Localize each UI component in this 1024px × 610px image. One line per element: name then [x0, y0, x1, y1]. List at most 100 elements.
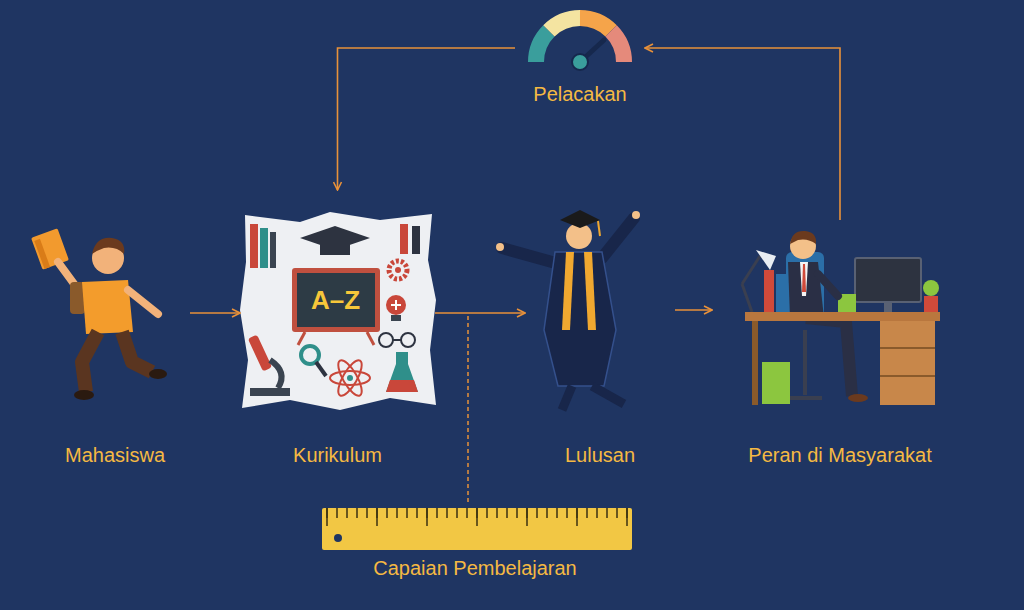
- gauge-segment: [536, 31, 549, 62]
- flow-arrow: [645, 48, 840, 220]
- gauge-segment: [580, 18, 611, 31]
- office-scene: [742, 231, 940, 405]
- mortarboard: [560, 210, 600, 228]
- chalkboard-stand: [298, 332, 305, 345]
- chalkboard-text: A–Z: [311, 286, 360, 315]
- book-spine: [34, 239, 50, 269]
- book: [260, 228, 268, 268]
- student-figure: [31, 228, 167, 400]
- chair: [786, 252, 824, 318]
- shoe: [74, 390, 94, 400]
- bulb-base: [391, 315, 401, 321]
- glasses: [393, 339, 401, 341]
- microscope: [270, 360, 282, 388]
- atom: [347, 375, 353, 381]
- book: [250, 224, 258, 268]
- chalkboard-stand: [367, 332, 374, 345]
- plant-pot: [924, 296, 938, 312]
- ruler-body: [322, 508, 632, 550]
- plant: [923, 280, 939, 296]
- arm: [818, 274, 838, 296]
- desk-top: [745, 312, 940, 321]
- ruler-ticks: [322, 508, 632, 528]
- microscope: [250, 388, 290, 396]
- pencil: [400, 224, 408, 254]
- binder: [764, 270, 774, 312]
- hair: [92, 238, 124, 254]
- gear: [389, 261, 407, 279]
- graduate-node: Lulusan: [525, 200, 675, 475]
- ruler-hole: [334, 534, 342, 542]
- tassel: [598, 221, 600, 236]
- flow-arrow: [190, 312, 240, 314]
- node-label: Pelacakan: [533, 82, 626, 106]
- glasses: [379, 333, 393, 347]
- tracking-node: Pelacakan: [515, 4, 645, 114]
- arm: [128, 290, 158, 314]
- leg: [122, 332, 152, 372]
- leg: [806, 318, 852, 396]
- shoe: [848, 394, 868, 402]
- node-label: Mahasiswa: [65, 443, 165, 467]
- chair-post: [803, 330, 807, 395]
- book: [270, 232, 276, 268]
- node-label: Kurikulum: [293, 443, 382, 467]
- node-label: Capaian Pembelajaran: [373, 556, 576, 580]
- lamp-shade: [756, 250, 776, 270]
- pencil: [412, 226, 420, 254]
- desk-leg: [752, 321, 758, 405]
- leader-line: [467, 316, 469, 504]
- gauge-hub: [572, 54, 588, 70]
- shirt: [800, 262, 808, 296]
- glasses: [401, 333, 415, 347]
- grad-cap: [320, 243, 350, 255]
- node-label: Peran di Masyarakat: [748, 443, 931, 467]
- tie: [802, 264, 806, 292]
- collage-ground: [240, 212, 436, 410]
- flow-arrow: [338, 48, 516, 190]
- monitor: [855, 258, 921, 302]
- lamp-arm: [742, 256, 760, 284]
- monitor-stand: [884, 302, 892, 312]
- desk-cabinet: [880, 321, 935, 405]
- curriculum-collage: [240, 212, 436, 410]
- flask: [386, 352, 418, 392]
- drawer-line: [880, 347, 935, 349]
- hand: [496, 243, 504, 251]
- ruler-icon: [322, 508, 632, 550]
- gauge-segment: [549, 18, 580, 31]
- student-node: Mahasiswa: [40, 225, 190, 475]
- gown: [544, 252, 616, 386]
- curriculum-node: Kurikulum: [240, 190, 435, 475]
- graduate-figure: [496, 210, 640, 410]
- atom: [330, 371, 370, 385]
- chair-base: [788, 396, 822, 400]
- microscope: [248, 335, 272, 372]
- drawer-line: [880, 375, 935, 377]
- chalkboard-frame: [292, 268, 380, 332]
- gauge-segment: [611, 31, 624, 62]
- magnifier: [301, 346, 319, 364]
- bulb: [386, 295, 406, 315]
- shoe: [149, 369, 167, 379]
- society-role-node: Peran di Masyarakat: [712, 220, 968, 475]
- leg: [592, 386, 624, 404]
- gown-sleeve: [602, 218, 634, 258]
- hair: [790, 231, 816, 244]
- gauge-icon: [536, 18, 624, 70]
- hand: [632, 211, 640, 219]
- flask-liquid: [386, 380, 418, 392]
- leg: [562, 386, 572, 410]
- atom: [334, 357, 366, 399]
- lamp-arm: [742, 284, 752, 312]
- stole: [562, 252, 574, 330]
- flow-arrow: [435, 312, 525, 314]
- binder: [776, 274, 786, 312]
- leg: [82, 332, 98, 392]
- gear: [395, 267, 401, 273]
- atom: [334, 357, 366, 399]
